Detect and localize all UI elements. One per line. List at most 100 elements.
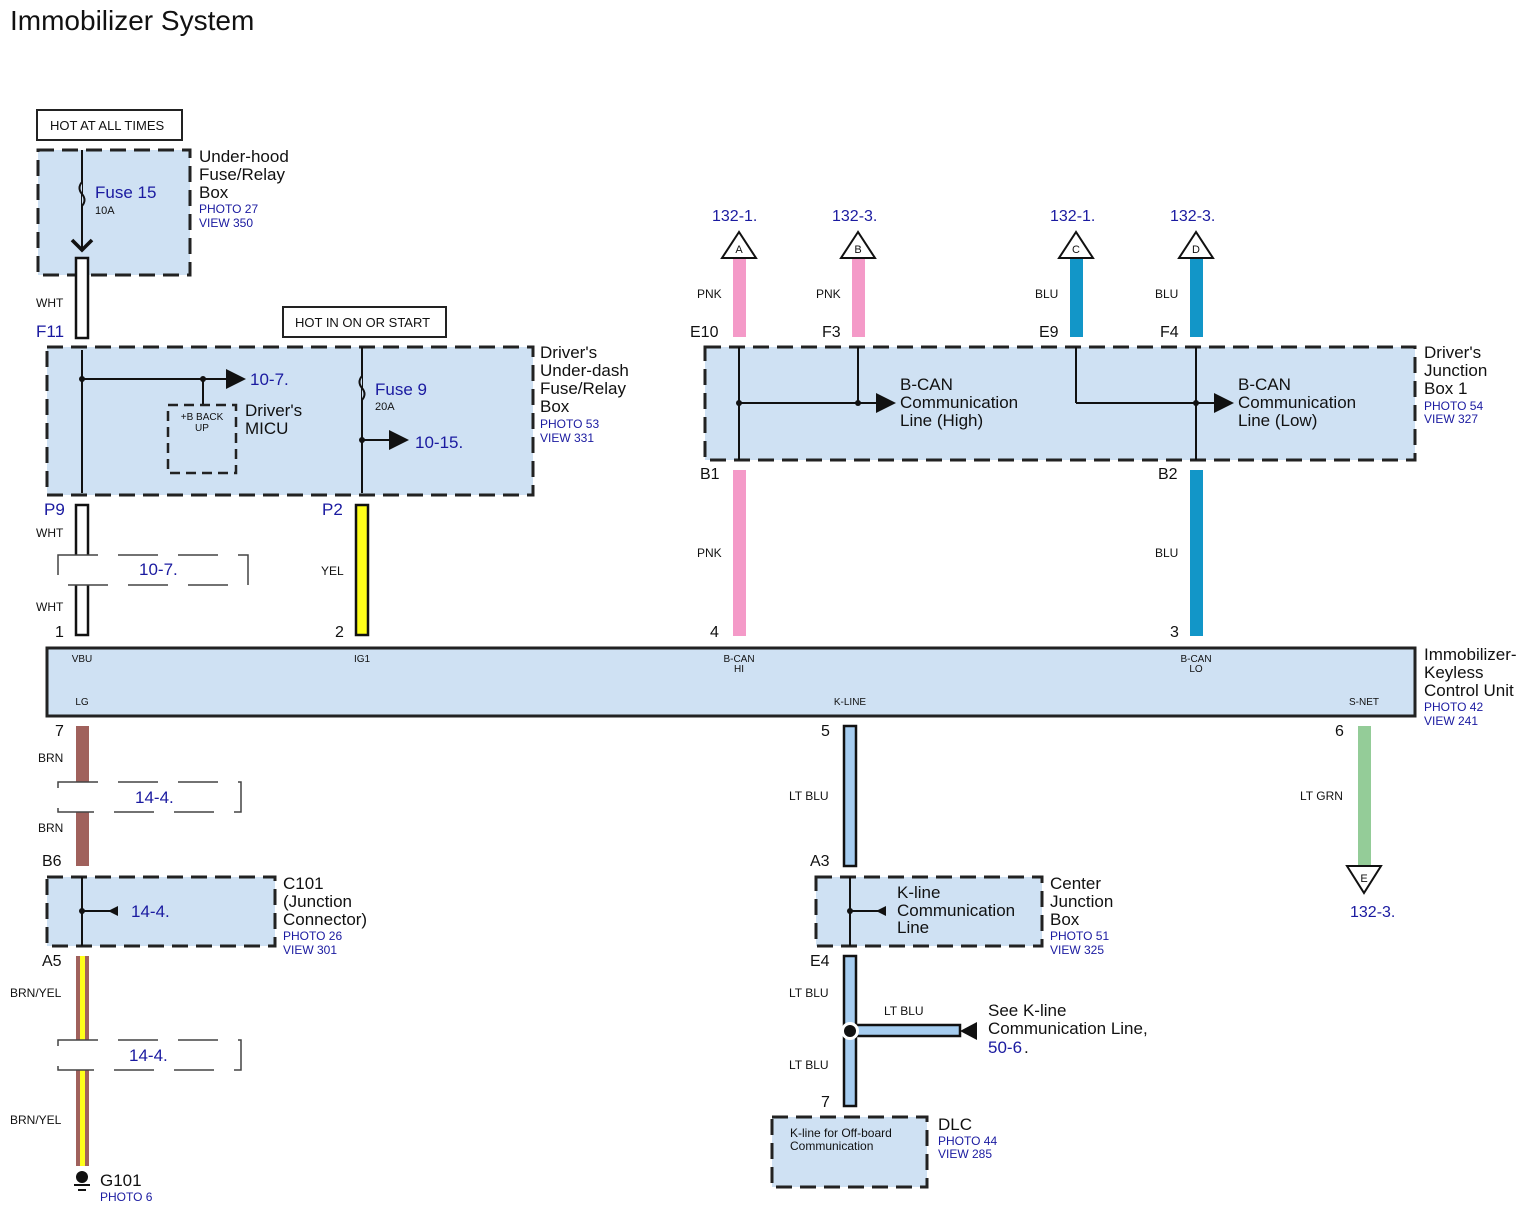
wire-wht-top [74, 256, 90, 340]
connector-a5: A5 [42, 953, 62, 970]
cjb-kline-1: K-line [897, 883, 940, 902]
svg-text:132-1.[interactable]: 132-1. [1050, 208, 1095, 225]
terminal-bcanlo-2: LO [1189, 664, 1203, 675]
underhood-title-3: Box [199, 183, 229, 202]
fuse15-amps: 10A [95, 205, 115, 217]
junction1-photo[interactable]: PHOTO 54 [1424, 399, 1483, 413]
wire-pnk-a [733, 259, 746, 337]
ikcu-photo[interactable]: PHOTO 42 [1424, 700, 1483, 714]
bcan-high-2: Communication [900, 393, 1018, 412]
ref-box-14-4-a [57, 781, 242, 813]
cjb-title-1: Center [1050, 874, 1101, 893]
underdash-title-1: Driver's [540, 343, 597, 362]
ikcu-title-1: Immobilizer- [1424, 645, 1517, 664]
ground-icon [74, 1171, 90, 1191]
underdash-ref-10-7[interactable]: 10-7. [250, 370, 289, 389]
offpage-A[interactable]: 132-1. A [712, 208, 758, 259]
micu-backup-1: +B BACK [181, 412, 224, 423]
svg-text:E: E [1360, 873, 1367, 885]
dlc-desc-1: K-line for Off-board [790, 1126, 892, 1140]
terminal-ig1: IG1 [354, 654, 371, 665]
underdash-fuse-box [45, 345, 535, 497]
c101-title-2: (Junction [283, 892, 352, 911]
svg-text:132-3.[interactable]: 132-3. [1170, 208, 1215, 225]
wire-pnk-bcanhi [733, 470, 746, 636]
dlc-view[interactable]: VIEW 285 [938, 1147, 992, 1161]
ref-box-10-7 [57, 554, 249, 586]
connector-f3: F3 [822, 324, 841, 341]
underdash-photo[interactable]: PHOTO 53 [540, 417, 599, 431]
bcan-high-1: B-CAN [900, 375, 953, 394]
offpage-D[interactable]: 132-3. D [1170, 208, 1215, 259]
cjb-view[interactable]: VIEW 325 [1050, 943, 1104, 957]
wire-label-brn-1: BRN [38, 751, 63, 765]
pin-3: 3 [1170, 624, 1179, 641]
wire-label-pnk-1: PNK [697, 287, 722, 301]
terminal-kline: K-LINE [834, 697, 867, 708]
wire-label-ltblu-2: LT BLU [789, 986, 829, 1000]
ikcu-title-2: Keyless [1424, 663, 1484, 682]
bcan-low-3: Line (Low) [1238, 411, 1317, 430]
offpage-E[interactable]: E 132-3. [1345, 865, 1395, 921]
svg-text:C: C [1072, 244, 1080, 256]
wire-ref-14-4-b[interactable]: 14-4. [129, 1046, 168, 1065]
wire-ref-14-4-a[interactable]: 14-4. [135, 788, 174, 807]
wire-label-brnyel-1: BRN/YEL [10, 986, 62, 1000]
terminal-snet: S-NET [1349, 697, 1379, 708]
cjb-title-2: Junction [1050, 892, 1113, 911]
junction1-view[interactable]: VIEW 327 [1424, 412, 1478, 426]
wire-label-blu-2: BLU [1155, 287, 1178, 301]
hot-at-all-times-label: HOT AT ALL TIMES [50, 118, 164, 133]
wire-pnk-b [852, 259, 865, 337]
underhood-fuse-box [36, 148, 192, 277]
c101-photo[interactable]: PHOTO 26 [283, 929, 342, 943]
cjb-photo[interactable]: PHOTO 51 [1050, 929, 1109, 943]
pin-dlc-7: 7 [821, 1094, 830, 1111]
offpage-C[interactable]: 132-1. C [1050, 208, 1095, 259]
svg-text:132-1.[interactable]: 132-1. [712, 208, 757, 225]
wire-label-pnk-3: PNK [697, 546, 722, 560]
ground-photo[interactable]: PHOTO 6 [100, 1190, 153, 1204]
connector-e10: E10 [690, 324, 719, 341]
underhood-view[interactable]: VIEW 350 [199, 216, 253, 230]
ikcu-view[interactable]: VIEW 241 [1424, 714, 1478, 728]
wire-label-wht-2: WHT [36, 526, 64, 540]
immobilizer-keyless-control-unit [45, 646, 1417, 718]
connector-b2: B2 [1158, 466, 1178, 483]
ikcu-title-3: Control Unit [1424, 681, 1514, 700]
terminal-bcanhi-2: HI [734, 664, 744, 675]
pin-7: 7 [55, 723, 64, 740]
underdash-ref-10-15[interactable]: 10-15. [415, 433, 463, 452]
wire-label-ltblu-1: LT BLU [789, 789, 829, 803]
c101-view[interactable]: VIEW 301 [283, 943, 337, 957]
bcan-high-3: Line (High) [900, 411, 983, 430]
terminal-vbu: VBU [72, 654, 93, 665]
wire-label-blu-1: BLU [1035, 287, 1058, 301]
connector-p9: P9 [44, 500, 65, 519]
cjb-title-3: Box [1050, 910, 1080, 929]
connector-b1: B1 [700, 466, 720, 483]
fuse9-amps: 20A [375, 401, 395, 413]
see-kline-ref[interactable]: 50-6 [988, 1038, 1022, 1057]
terminal-lg: LG [75, 697, 89, 708]
underdash-title-3: Fuse/Relay [540, 379, 626, 398]
wire-ltblu-kline [842, 724, 858, 868]
pin-2: 2 [335, 624, 344, 641]
dlc-box [770, 1115, 929, 1189]
cjb-kline-2: Communication [897, 901, 1015, 920]
svg-text:D: D [1192, 244, 1200, 256]
wire-ref-10-7[interactable]: 10-7. [139, 560, 178, 579]
offpage-B[interactable]: 132-3. B [832, 208, 877, 259]
svg-text:.: . [1024, 1038, 1029, 1057]
wire-label-blu-3: BLU [1155, 546, 1178, 560]
micu-title-2: MICU [245, 419, 288, 438]
underdash-view[interactable]: VIEW 331 [540, 431, 594, 445]
ground-g101: G101 [100, 1171, 142, 1190]
dlc-photo[interactable]: PHOTO 44 [938, 1134, 997, 1148]
svg-text:132-3.[interactable]: 132-3. [1350, 904, 1395, 921]
dlc-desc-2: Communication [790, 1139, 873, 1153]
underhood-photo[interactable]: PHOTO 27 [199, 202, 258, 216]
c101-ref[interactable]: 14-4. [131, 902, 170, 921]
wire-label-brn-2: BRN [38, 821, 63, 835]
svg-text:132-3.[interactable]: 132-3. [832, 208, 877, 225]
